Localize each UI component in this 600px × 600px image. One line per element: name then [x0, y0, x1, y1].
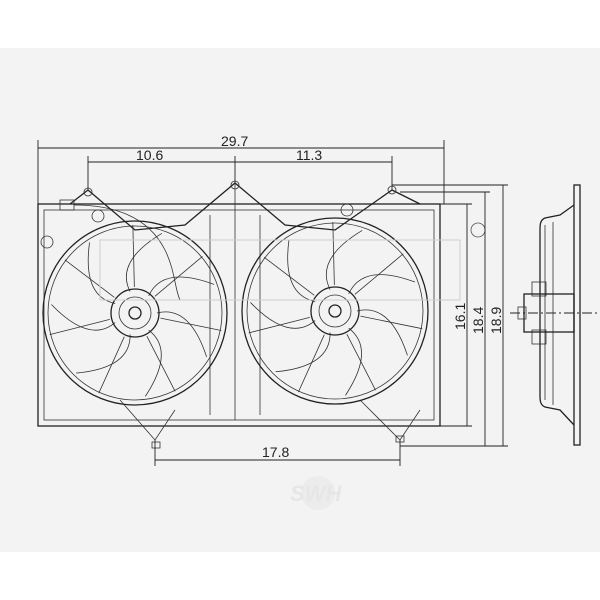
motor-strut [49, 319, 110, 336]
fan-ring-inner [246, 222, 424, 400]
motor-strut [354, 253, 404, 295]
motor-strut [160, 317, 222, 331]
motor-strut [132, 225, 135, 288]
fan-blade [326, 230, 363, 290]
motor-strut [332, 222, 335, 286]
motor-housing [310, 286, 360, 336]
dim-mid-height: 18.4 [470, 307, 486, 334]
motor-hub [118, 296, 152, 330]
fan-blade [148, 276, 215, 296]
motor-strut [64, 259, 115, 298]
motor-strut [297, 334, 325, 393]
dim-frame-height: 16.1 [452, 303, 468, 330]
fan-blade [144, 329, 162, 397]
motor-strut [98, 336, 125, 394]
left-fan [42, 220, 228, 406]
dim-overall-height: 18.9 [488, 307, 504, 334]
side-view [517, 184, 581, 446]
motor-hub [318, 294, 352, 328]
motor-strut [263, 256, 315, 296]
dim-mount-spacing: 17.8 [262, 444, 289, 460]
motor-strut [248, 317, 310, 334]
dim-left-offset: 10.6 [136, 147, 163, 163]
watermark: SWH [290, 476, 342, 510]
shroud-frame [37, 180, 441, 449]
motor-shaft [128, 306, 142, 320]
fan-ring [42, 220, 228, 406]
fan-ring [241, 217, 429, 405]
fan-blade [287, 239, 316, 302]
fan-blade [348, 274, 416, 294]
motor-strut [346, 333, 376, 391]
motor-strut [154, 256, 203, 297]
svg-text:SWH: SWH [290, 481, 342, 506]
fan-blade [126, 233, 163, 292]
dim-right-offset: 11.3 [296, 147, 322, 163]
right-fan [241, 217, 429, 405]
fan-blade [76, 334, 131, 374]
tyc-logo [99, 222, 486, 301]
fan-blade [156, 311, 207, 358]
motor-shaft [328, 304, 342, 318]
fan-blade [275, 332, 331, 373]
fan-blade [51, 304, 116, 331]
fan-blade [87, 242, 116, 304]
dimension-lines [37, 140, 598, 466]
dim-overall-width: 29.7 [221, 133, 248, 149]
motor-strut [360, 315, 423, 330]
motor-housing [110, 288, 160, 338]
fan-blade [345, 327, 362, 396]
fan-blade [356, 309, 408, 356]
fan-blade [250, 302, 316, 329]
fan-ring-inner [47, 225, 223, 401]
motor-strut [146, 335, 176, 392]
